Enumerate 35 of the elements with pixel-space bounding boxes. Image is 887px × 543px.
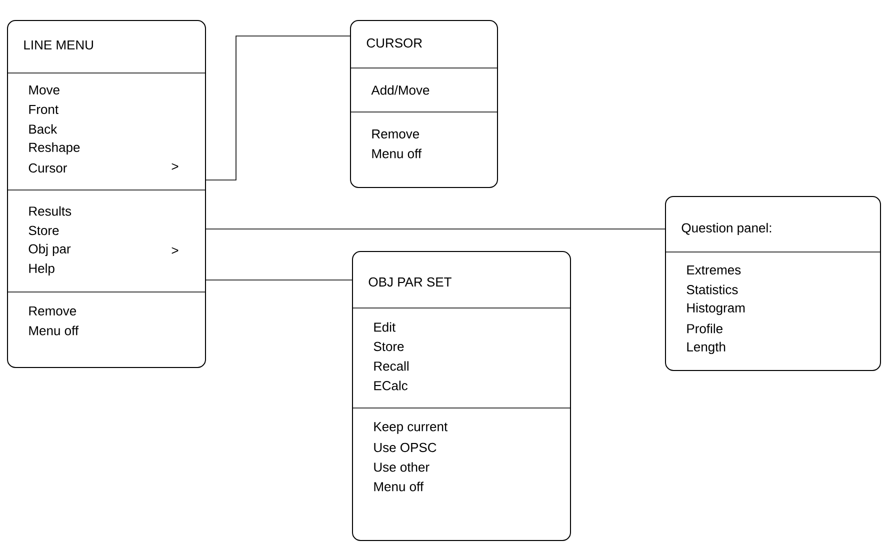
menu-item: Keep current [374, 422, 448, 434]
menu-item: Front [29, 104, 58, 114]
menu-item: Help [29, 263, 54, 276]
connector-line [206, 228, 666, 230]
menu-item: Use OPSC [374, 442, 436, 452]
submenu-mark: > [172, 247, 178, 254]
menu-item: Statistics [686, 284, 738, 294]
menu-item: Cursor [28, 163, 67, 173]
menu-heading: CURSOR [366, 38, 422, 48]
menu-item: Menu off [374, 482, 424, 492]
menu-item: Obj par [28, 244, 71, 256]
menu-heading: LINE MENU [24, 40, 93, 50]
connector-line [206, 36, 350, 180]
menu-item: Length [687, 342, 726, 354]
menu-heading: Question panel: [682, 222, 772, 236]
menu-item: Use other [374, 462, 430, 472]
menu-item: Results [29, 206, 72, 216]
menu-item: Extremes [687, 265, 741, 275]
menu-item: Move [29, 85, 60, 95]
menu-item: Histogram [687, 302, 745, 316]
menu-heading: OBJ PAR SET [368, 277, 452, 287]
menu-item: Edit [374, 322, 396, 332]
menu-item: Back [29, 124, 58, 134]
menu-item: Menu off [29, 326, 79, 336]
submenu-mark: > [172, 163, 178, 170]
menu-item: Remove [29, 306, 76, 316]
menu-item: Profile [687, 324, 722, 334]
menu-item: Menu off [372, 148, 422, 158]
menu-item: ECalc [374, 380, 408, 390]
menu-item: Store [374, 342, 404, 352]
menu-item: Add/Move [371, 85, 430, 95]
menu-item: Store [28, 226, 59, 236]
menu-item: Remove [372, 129, 420, 139]
menu-item: Recall [374, 361, 408, 371]
menu-item: Reshape [29, 142, 80, 155]
